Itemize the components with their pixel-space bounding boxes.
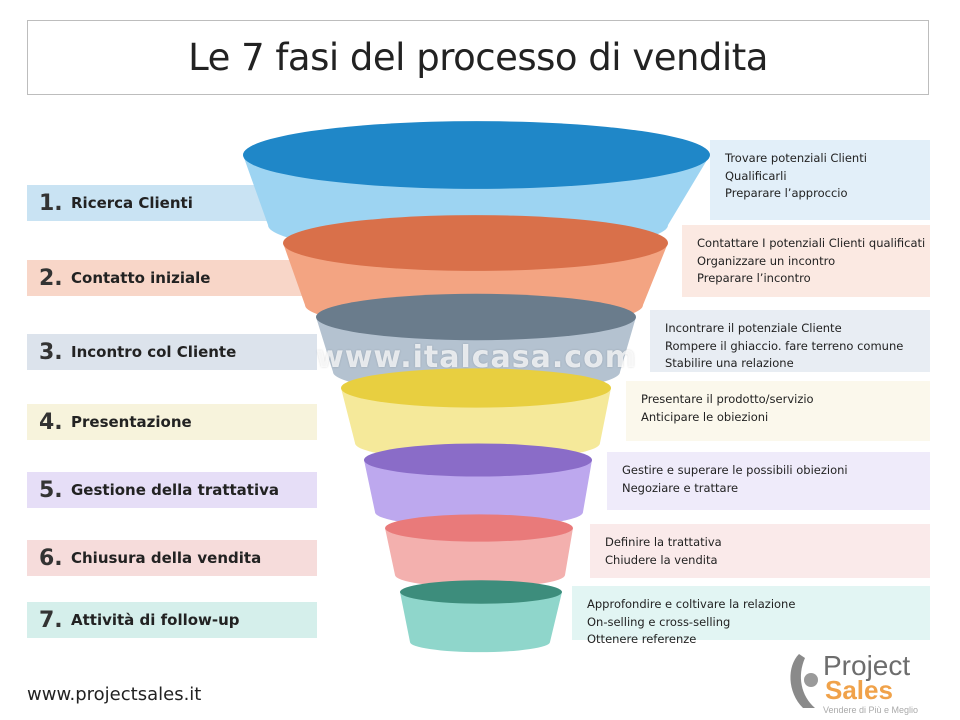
stage-detail: Incontrare il potenziale Cliente: [665, 321, 842, 335]
funnel-segment-top: [243, 121, 710, 189]
stage-detail: Negoziare e trattare: [622, 480, 739, 495]
logo-figure-icon: [790, 654, 818, 708]
stage-detail: Trovare potenziali Clienti: [725, 151, 867, 165]
stage-detail: Stabilire una relazione: [665, 356, 794, 370]
funnel-segment-top: [316, 293, 636, 341]
logo-line1: Project: [823, 650, 911, 681]
funnel-segment-body: [341, 388, 611, 461]
project-sales-logo: Project Sales Vendere di Più e Meglio: [785, 650, 925, 718]
stage-detail: Organizzare un incontro: [697, 253, 836, 268]
funnel-segment-body: [400, 592, 562, 653]
stage-label: Chiusura della vendita: [71, 549, 262, 567]
stage-number: 7.: [39, 607, 63, 633]
stage-label: Gestione della trattativa: [71, 481, 280, 499]
stage-detail: Preparare l’approccio: [725, 186, 848, 200]
funnel-segment-top: [341, 368, 611, 408]
funnel-segment-body: [385, 528, 573, 588]
watermark: www.italcasa.com: [316, 340, 637, 375]
stage-number: 5.: [39, 477, 63, 503]
funnel-segment-body: [364, 460, 592, 528]
stage-detail: Ottenere referenze: [587, 632, 697, 646]
stage-label-bar: 6. Chiusura della vendita: [27, 540, 317, 576]
stage-details-box: Gestire e superare le possibili obiezion…: [607, 452, 930, 510]
stage-label: Contatto iniziale: [71, 269, 211, 287]
logo-tagline: Vendere di Più e Meglio: [823, 705, 919, 715]
funnel-segment-top: [283, 215, 668, 271]
stage-detail: Approfondire e coltivare la relazione: [587, 597, 796, 611]
stage-detail: Gestire e superare le possibili obiezion…: [622, 463, 848, 477]
stage-label: Presentazione: [71, 413, 192, 431]
stage-label: Attività di follow-up: [71, 611, 240, 629]
stage-label: Incontro col Cliente: [71, 343, 237, 361]
logo-line2: Sales: [825, 675, 893, 705]
stage-detail: Anticipare le obiezioni: [641, 409, 769, 424]
stage-label-bar: 2. Contatto iniziale: [27, 260, 317, 296]
stage-label-bar: 3. Incontro col Cliente: [27, 334, 317, 370]
stage-number: 1.: [39, 190, 63, 216]
stage-number: 6.: [39, 545, 63, 571]
stage-details-box: Contattare I potenziali Clienti qualific…: [682, 225, 930, 297]
stage-label-bar: 5. Gestione della trattativa: [27, 472, 317, 508]
stage-detail: On-selling e cross-selling: [587, 614, 731, 629]
title-box: Le 7 fasi del processo di vendita: [27, 20, 929, 95]
stage-number: 2.: [39, 265, 63, 291]
funnel-segment-top: [385, 514, 573, 542]
stage-number: 3.: [39, 339, 63, 365]
stage-detail: Contattare I potenziali Clienti qualific…: [697, 236, 926, 250]
stage-number: 4.: [39, 409, 63, 435]
footer-url[interactable]: www.projectsales.it: [27, 684, 202, 705]
funnel-segment-top: [364, 443, 592, 477]
stage-label-bar: 4. Presentazione: [27, 404, 317, 440]
stage-detail: Chiudere la vendita: [605, 552, 718, 567]
stage-detail: Definire la trattativa: [605, 535, 722, 549]
page-title: Le 7 fasi del processo di vendita: [188, 36, 768, 79]
stage-detail: Rompere il ghiaccio. fare terreno comune: [665, 338, 904, 353]
stage-detail: Qualificarli: [725, 168, 787, 183]
stage-detail: Preparare l’incontro: [697, 271, 811, 285]
funnel-segment-top: [400, 580, 562, 604]
stage-detail: Presentare il prodotto/servizio: [641, 392, 814, 406]
stage-label-bar: 7. Attività di follow-up: [27, 602, 317, 638]
stage-label: Ricerca Clienti: [71, 194, 193, 212]
